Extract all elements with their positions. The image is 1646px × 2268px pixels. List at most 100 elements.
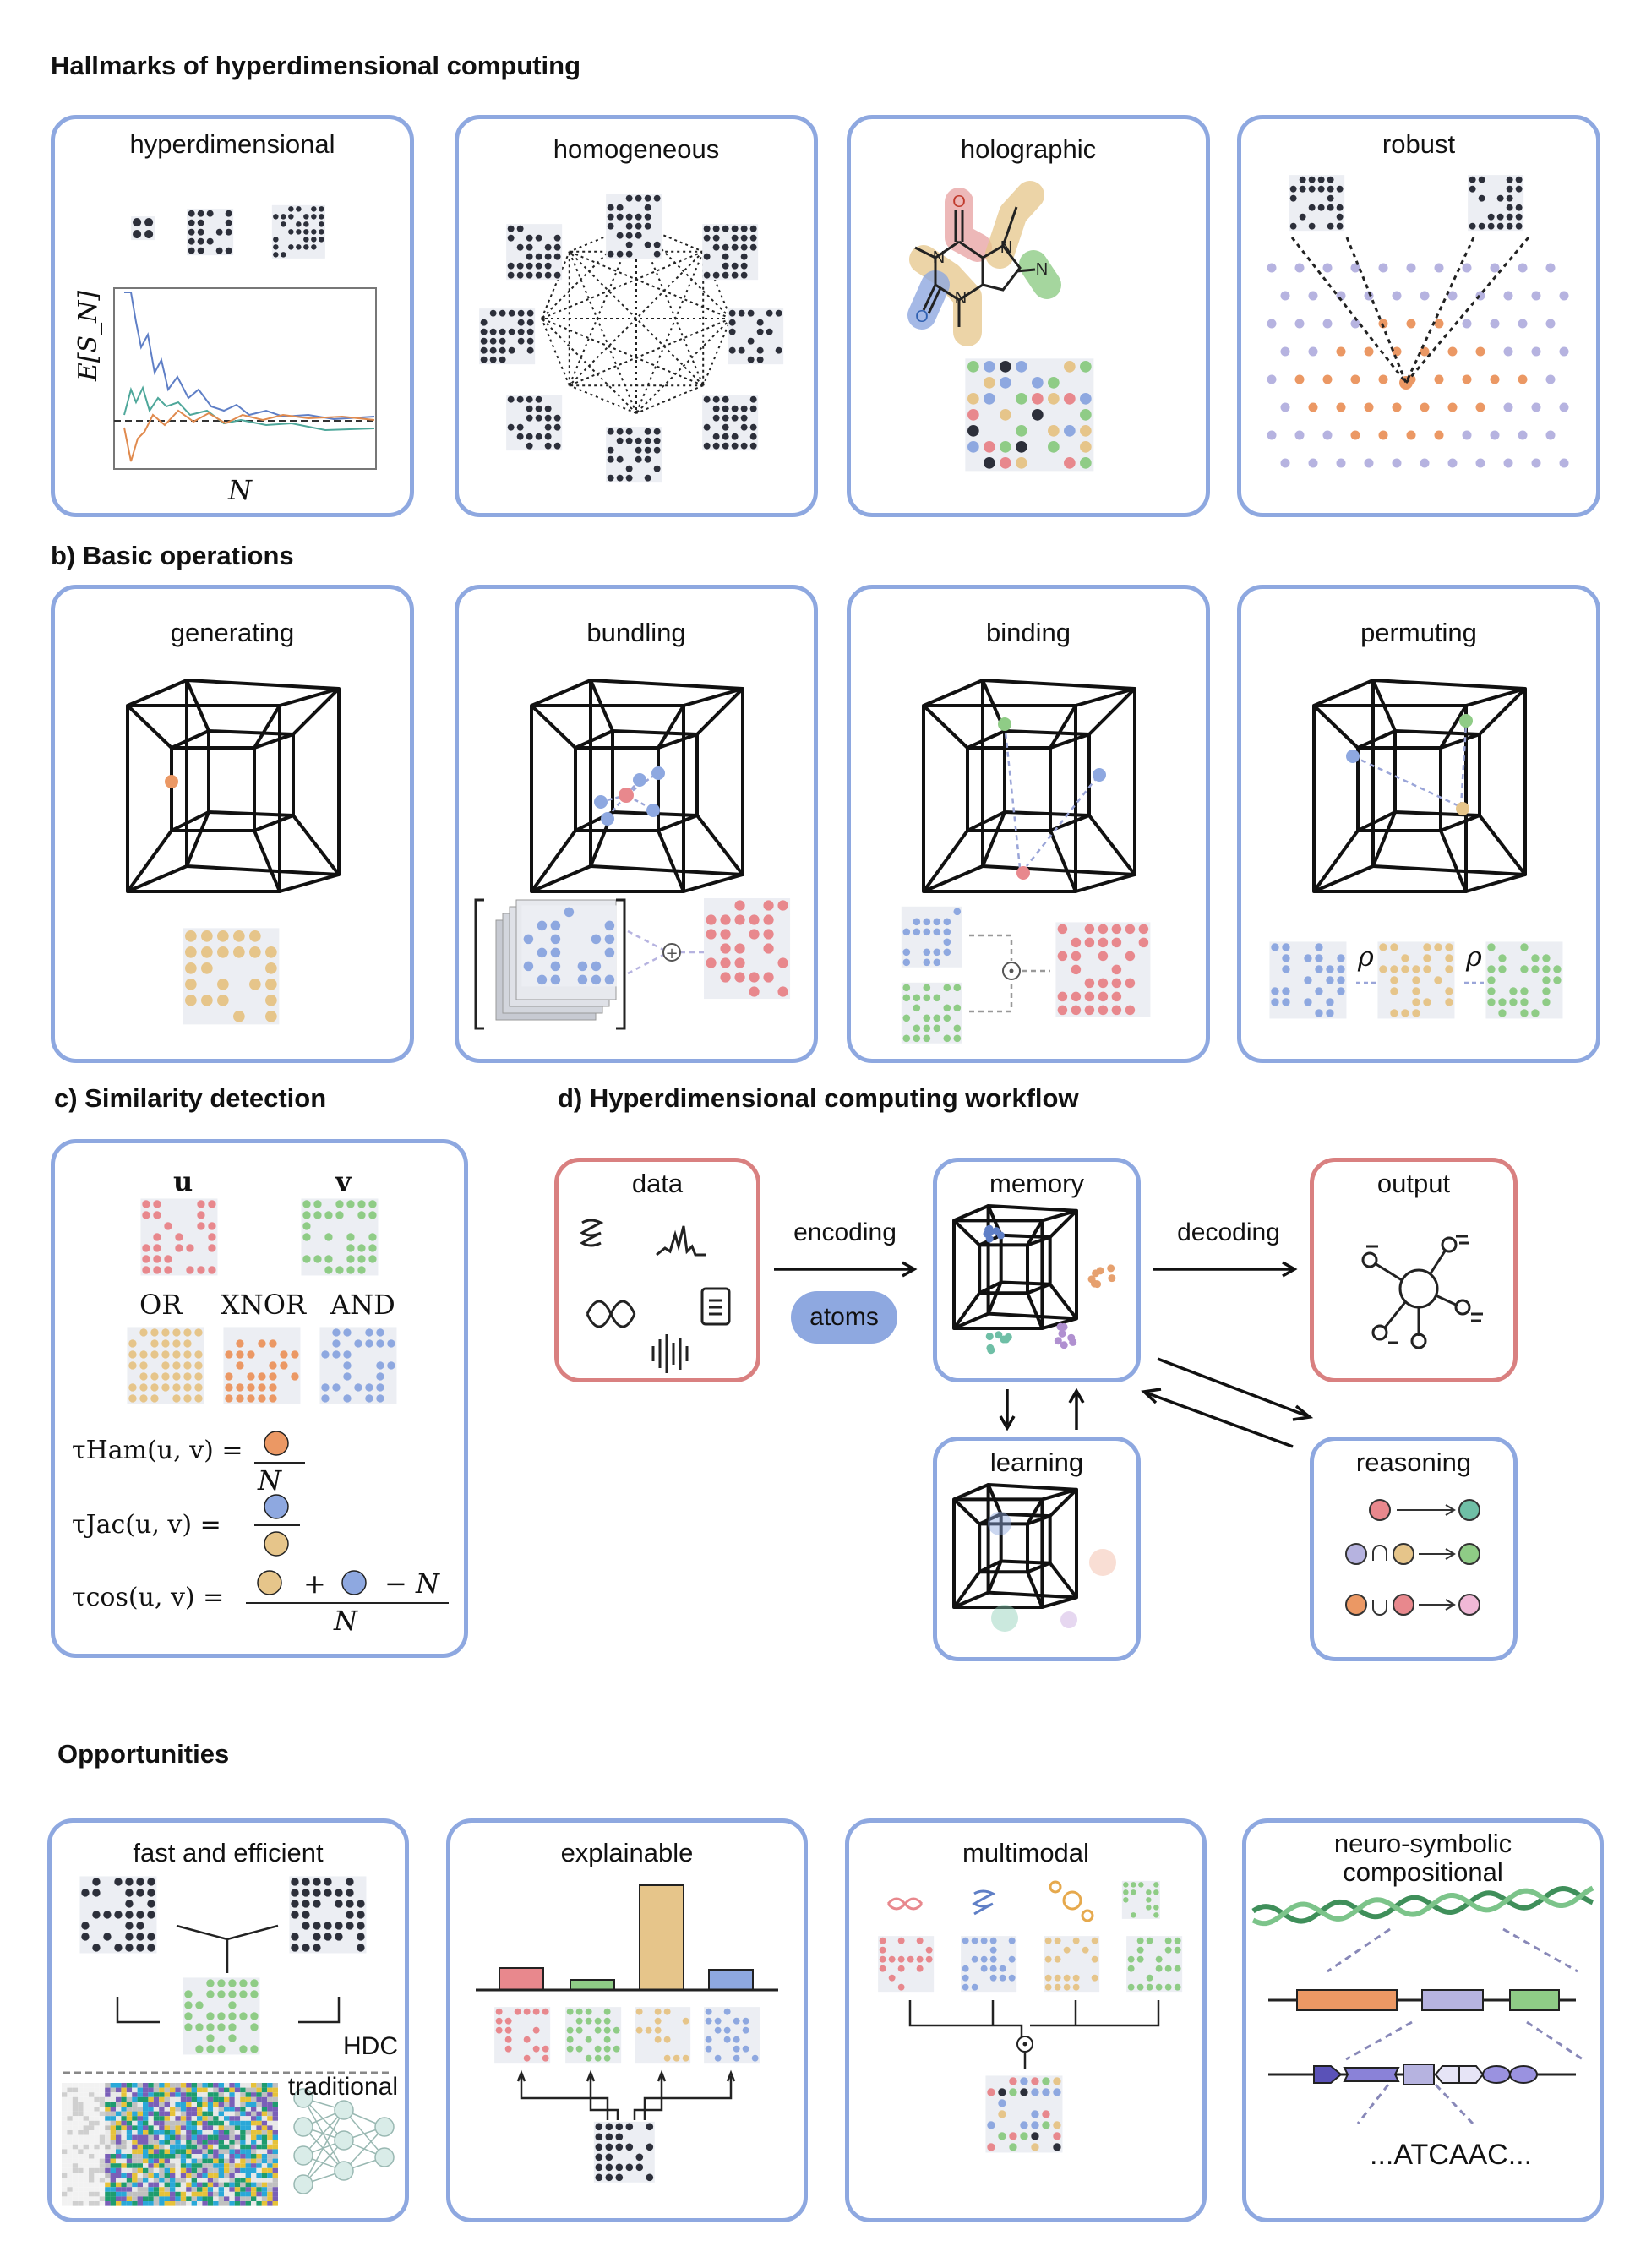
point-blue-1 xyxy=(633,773,646,787)
mm-bind-dot xyxy=(1022,2042,1027,2047)
panel-title: generating xyxy=(170,618,295,647)
tesseract xyxy=(1312,679,1527,893)
modality-icons xyxy=(886,1880,1094,1922)
fast-grid-right xyxy=(289,1876,367,1954)
binding-input-green xyxy=(901,982,962,1044)
label-traditional: traditional xyxy=(287,2073,398,2101)
bar-red xyxy=(499,1967,544,1991)
box-title: memory xyxy=(989,1169,1084,1198)
or-count-icon xyxy=(264,1531,289,1557)
xnor-count-icon xyxy=(264,1431,289,1456)
panel-title: multimodal xyxy=(962,1838,1089,1867)
section-title-basic-operations: b) Basic operations xyxy=(51,541,294,570)
bundled-output-grid xyxy=(704,898,791,1000)
mm-grid-green xyxy=(1126,1936,1183,1993)
point-red-bundle xyxy=(619,788,634,803)
expl-arrows xyxy=(516,2069,736,2120)
label-hdc: HDC xyxy=(343,2032,398,2060)
panel-title: holographic xyxy=(960,134,1097,164)
and-count-icon-cos xyxy=(341,1570,367,1595)
highlight-red xyxy=(945,188,992,262)
permute-grid-green xyxy=(1485,941,1563,1019)
box-title: learning xyxy=(989,1447,1084,1477)
segment-orange xyxy=(1296,1989,1398,2011)
point-blue-5 xyxy=(646,804,660,817)
and-count-icon xyxy=(264,1494,289,1519)
plus-operator-icon xyxy=(662,943,681,962)
expl-query-grid xyxy=(593,2121,655,2183)
point-yellow xyxy=(1456,802,1469,815)
panel-title: homogeneous xyxy=(553,134,720,164)
section-title-opportunities: Opportunities xyxy=(57,1739,230,1769)
binding-flow-lines xyxy=(969,934,1050,1013)
atom-n-ring: N xyxy=(1036,260,1048,279)
dna-sequence-text: ...ATCAAC... xyxy=(1370,2139,1533,2171)
grid-nw xyxy=(506,224,563,281)
memory-tesseract xyxy=(952,1204,1078,1330)
expl-grid-blue xyxy=(704,2007,760,2064)
segment-green xyxy=(1509,1989,1560,2011)
panel-title: fast and efficient xyxy=(133,1838,324,1867)
hamming-formula: τHam(u, v) = xyxy=(72,1436,243,1465)
series-orange-line xyxy=(123,409,375,462)
permute-arrows xyxy=(1352,723,1468,809)
xnor-grid xyxy=(223,1327,301,1404)
panel-fast-efficient: fast and efficient HDC traditional xyxy=(47,1818,409,2222)
permute-grid-blue xyxy=(1269,941,1347,1019)
atoms-pill[interactable]: atoms xyxy=(791,1291,897,1344)
dna-helix xyxy=(1251,1885,1594,1927)
holographic-colored-grid xyxy=(965,358,1094,472)
tesseract xyxy=(126,679,341,893)
panel-title: explainable xyxy=(560,1838,694,1867)
atom-o-top: O xyxy=(952,193,966,211)
panel-robust: robust xyxy=(1237,115,1600,517)
grid-se xyxy=(702,395,759,451)
highlight-green xyxy=(1019,250,1061,299)
expl-grid-red xyxy=(494,2007,551,2064)
robust-lattice xyxy=(1267,175,1569,468)
bound-output-grid xyxy=(1055,922,1151,1017)
section-title-workflow: d) Hyperdimensional computing workflow xyxy=(558,1083,1079,1113)
panel-homogeneous: homogeneous xyxy=(455,115,818,517)
binding-arrows xyxy=(1003,723,1098,869)
label-u: u xyxy=(173,1165,193,1197)
series-teal-line xyxy=(123,385,375,432)
panel-title-line2: compositional xyxy=(1343,1857,1503,1887)
point-blue-2 xyxy=(594,795,608,809)
label-and: AND xyxy=(330,1289,395,1321)
box-reasoning: reasoning xyxy=(1310,1437,1518,1661)
mm-grid-blue xyxy=(961,1936,1017,1993)
atom-o-bottom: O xyxy=(915,308,929,326)
tesseract xyxy=(530,679,744,893)
caffeine-molecule: O N N N O N xyxy=(907,181,1094,472)
point-green xyxy=(998,717,1011,731)
or-count-icon-cos xyxy=(257,1570,282,1595)
point-blue xyxy=(1346,750,1360,763)
bar-green xyxy=(570,1979,615,1991)
point-red-bound xyxy=(1016,866,1030,880)
point-orange xyxy=(165,775,178,788)
msa-alignment-image xyxy=(62,2083,278,2206)
section-title-hallmarks: Hallmarks of hyperdimensional computing xyxy=(51,51,581,80)
fast-flow-lines xyxy=(116,1924,341,2024)
rho-symbol-1: ρ xyxy=(1358,940,1374,973)
mm-merge-lines xyxy=(908,2000,1160,2069)
mm-grid-red xyxy=(878,1936,935,1993)
spectrum-icon xyxy=(656,1225,706,1257)
vector-u-grid xyxy=(140,1198,218,1276)
box-title: data xyxy=(631,1169,684,1198)
audio-icon xyxy=(651,1334,689,1373)
robust-grid-right xyxy=(1468,175,1524,232)
plus-operator-symbol: + xyxy=(665,945,678,962)
bundling-input-grid xyxy=(521,905,617,987)
data-icons xyxy=(580,1219,731,1373)
grid-small xyxy=(131,216,155,241)
protein-icon xyxy=(580,1219,604,1247)
homogeneous-graph xyxy=(479,194,784,483)
cos-plus: + xyxy=(303,1567,326,1600)
panel-permuting: permuting ρ ρ xyxy=(1237,585,1600,1063)
bar-blue xyxy=(708,1969,754,1991)
grid-s xyxy=(606,427,662,483)
series-blue-line xyxy=(124,292,375,421)
and-grid xyxy=(319,1327,397,1404)
